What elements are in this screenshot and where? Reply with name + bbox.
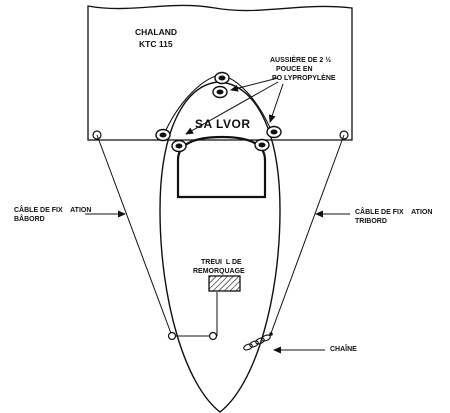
- port-cable-label-line2: BÂBORD: [14, 216, 45, 223]
- winch-line: [176, 292, 218, 337]
- starboard-cable-anchor: [269, 332, 273, 336]
- hawser-label-line3: PO LYPROPYLÈNE: [272, 75, 336, 82]
- winch-label-line1: TREUI L DE: [201, 259, 242, 266]
- chain-links: [243, 334, 271, 351]
- hawser-leader-2: [185, 81, 279, 135]
- winch-label-line2: REMORQUAGE: [193, 268, 245, 275]
- starboard-cable-label-line2: TRIBORD: [355, 218, 387, 225]
- port-securing-cable: [96, 134, 173, 337]
- port-cable-label-line1: CÂBLE DE FIX ATION: [14, 207, 92, 214]
- winch-line-anchor: [208, 331, 218, 341]
- port-cable-anchor: [167, 331, 177, 341]
- starboard-securing-cable: [269, 134, 345, 337]
- hawser-leader-3: [268, 83, 284, 123]
- starboard-cable-label-line1: CÂBLE DE FIX ATION: [355, 209, 433, 216]
- port-bollards: [155, 128, 187, 153]
- salvor-hull: [159, 81, 281, 413]
- deckhouse: [176, 135, 267, 199]
- hawser-leader-1: [230, 77, 279, 92]
- hawser-label-line1: AUSSIÈRE DE 2 ½: [270, 57, 332, 64]
- chain-label: CHAÎNE: [330, 346, 357, 353]
- barge-name-line1: CHALAND: [135, 27, 178, 37]
- barge-name-line2: KTC 115: [139, 39, 173, 49]
- hawser-label-line2: POUCE EN: [276, 66, 313, 73]
- towing-winch: [208, 275, 241, 292]
- vessel-name: SA LVOR: [195, 117, 251, 131]
- starboard-bollards: [254, 125, 282, 152]
- bow-fairlead-top: [212, 71, 230, 99]
